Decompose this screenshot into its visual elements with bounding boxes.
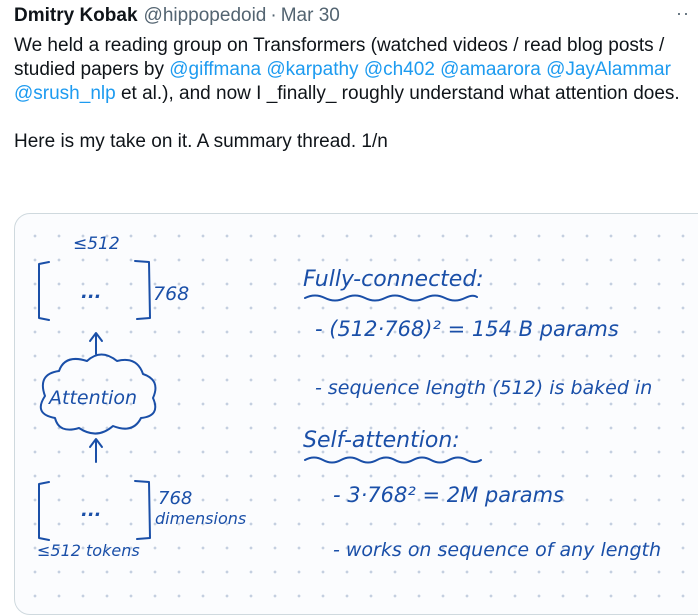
top-length-label: ≤512 [73, 234, 120, 254]
arrow-up-bottom [89, 438, 103, 463]
mention-link[interactable]: @giffmana [169, 59, 262, 80]
sa-underline [304, 456, 482, 464]
bottom-vector-box [38, 480, 151, 541]
tweet-paragraph-2: Here is my take on it. A summary thread.… [14, 131, 388, 152]
mention-link[interactable]: @ch402 [363, 59, 435, 80]
bottom-dim-label: 768 [158, 488, 192, 509]
more-options-icon[interactable]: ·· [676, 3, 690, 23]
attention-cloud [39, 353, 157, 435]
bottom-dots: ... [81, 500, 102, 521]
bottom-dim-word: dimensions [155, 509, 246, 528]
fc-underline [304, 294, 478, 302]
tweet-paragraph-1: We held a reading group on Transformers … [14, 34, 694, 106]
handwritten-diagram: ≤512 ... 768 Attention ... 768 dimension… [37, 234, 661, 561]
bottom-tokens-label: ≤512 tokens [37, 541, 140, 560]
tweet-header: Dmitry Kobak @hippopedoid · Mar 30 ·· [14, 3, 690, 29]
author-handle[interactable]: @hippopedoid [143, 5, 267, 26]
header-separator: · [270, 5, 277, 26]
sa-line-1: - 3·768² = 2M params [333, 483, 564, 507]
fc-line-1: - (512·768)² = 154 B params [315, 317, 619, 341]
fc-title: Fully-connected: [303, 267, 484, 292]
tweet-text-part: We held a reading group on Transformers … [14, 35, 665, 80]
mention-link[interactable]: @JayAlammar [546, 59, 671, 80]
sa-title: Self-attention: [303, 428, 460, 453]
tweet-image[interactable]: ≤512 ... 768 Attention ... 768 dimension… [14, 213, 698, 615]
top-dim-label: 768 [153, 283, 189, 305]
tweet-date[interactable]: Mar 30 [280, 5, 340, 26]
sa-line-2: - works on sequence of any length [333, 539, 661, 561]
mention-link[interactable]: @srush_nlp [14, 83, 116, 104]
attention-label: Attention [47, 387, 137, 409]
top-dots: ... [81, 282, 102, 303]
tweet-text-part: et al.), and now I _finally_ roughly und… [115, 83, 680, 104]
fc-line-2: - sequence length (512) is baked in [315, 377, 652, 399]
mention-link[interactable]: @karpathy [266, 59, 359, 80]
top-vector-box [38, 260, 151, 321]
mention-link[interactable]: @amaarora [440, 59, 541, 80]
tweet-text: We held a reading group on Transformers … [14, 34, 694, 154]
arrow-up-top [89, 332, 103, 355]
author-name[interactable]: Dmitry Kobak [14, 5, 138, 26]
